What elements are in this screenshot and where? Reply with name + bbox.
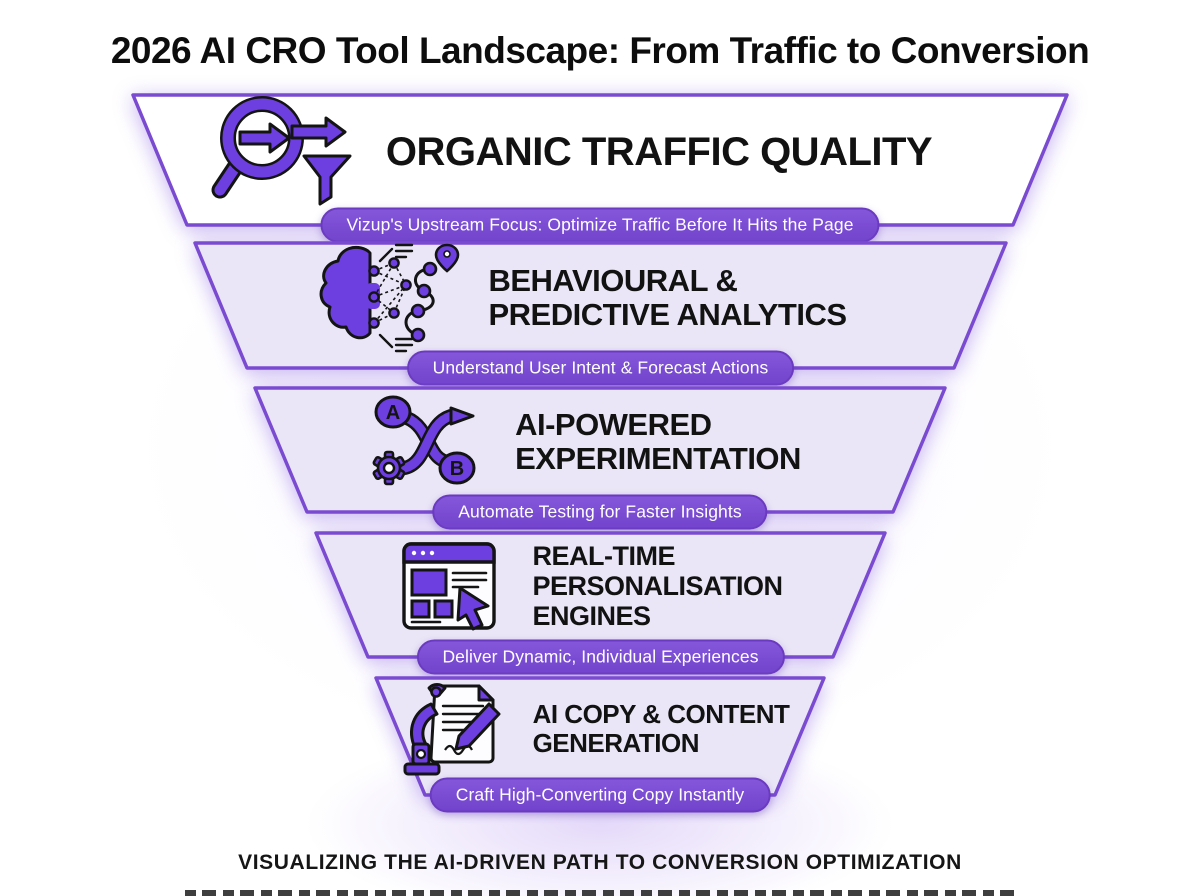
funnel-level-behavioural-analytics: BEHAVIOURAL & PREDICTIVE ANALYTICS Under… <box>193 239 1008 386</box>
level-title: REAL-TIME PERSONALISATION ENGINES <box>532 541 783 631</box>
level-title-line: BEHAVIOURAL & <box>488 262 738 298</box>
level-title-line: PREDICTIVE ANALYTICS <box>488 297 847 332</box>
level-badge: Automate Testing for Faster Insights <box>432 494 768 530</box>
level-title: ORGANIC TRAFFIC QUALITY <box>385 130 933 174</box>
level-title: BEHAVIOURAL & PREDICTIVE ANALYTICS <box>488 262 847 332</box>
cropped-text-strip <box>185 890 1020 896</box>
level-title-line: PERSONALISATION <box>532 571 783 602</box>
brain-network-icon <box>314 239 462 357</box>
level-title-line: AI COPY & CONTENT <box>532 699 790 730</box>
funnel-trapezoid <box>253 386 947 514</box>
level-badge: Vizup's Upstream Focus: Optimize Traffic… <box>320 207 880 243</box>
funnel-level-ai-experimentation: A B AI-POWERED EXPERIMENTATION Automate … <box>253 386 947 530</box>
ab-test-branch-icon: A B <box>369 388 489 496</box>
level-title-line: ENGINES <box>532 600 651 631</box>
footer-caption: VISUALIZING THE AI-DRIVEN PATH TO CONVER… <box>238 851 962 874</box>
level-title: AI-POWERED EXPERIMENTATION <box>515 406 801 476</box>
funnel-level-personalisation: REAL-TIME PERSONALISATION ENGINES Delive… <box>314 531 887 675</box>
level-title: AI COPY & CONTENT GENERATION <box>533 700 790 757</box>
funnel-level-ai-copy: AI COPY & CONTENT GENERATION Craft High-… <box>374 676 826 813</box>
level-badge: Deliver Dynamic, Individual Experiences <box>416 639 785 675</box>
level-title-line: AI-POWERED <box>515 406 712 442</box>
svg-text:A: A <box>386 402 400 424</box>
level-title-line: ORGANIC TRAFFIC QUALITY <box>385 130 933 174</box>
funnel-trapezoid <box>193 241 1008 370</box>
svg-text:B: B <box>450 458 464 480</box>
funnel-trapezoid <box>131 93 1069 227</box>
level-badge: Understand User Intent & Forecast Action… <box>406 350 795 386</box>
search-arrows-funnel-icon <box>208 96 360 208</box>
level-title-line: REAL-TIME <box>532 541 675 572</box>
personalization-browser-icon <box>398 534 506 640</box>
level-title-line: EXPERIMENTATION <box>515 441 801 476</box>
funnel-level-organic-traffic: ORGANIC TRAFFIC QUALITY Vizup's Upstream… <box>131 93 1069 243</box>
page-title: 2026 AI CRO Tool Landscape: From Traffic… <box>110 30 1090 71</box>
level-badge: Craft High-Converting Copy Instantly <box>429 777 771 813</box>
level-title-line: GENERATION <box>532 728 700 758</box>
robot-writing-icon <box>401 678 507 780</box>
